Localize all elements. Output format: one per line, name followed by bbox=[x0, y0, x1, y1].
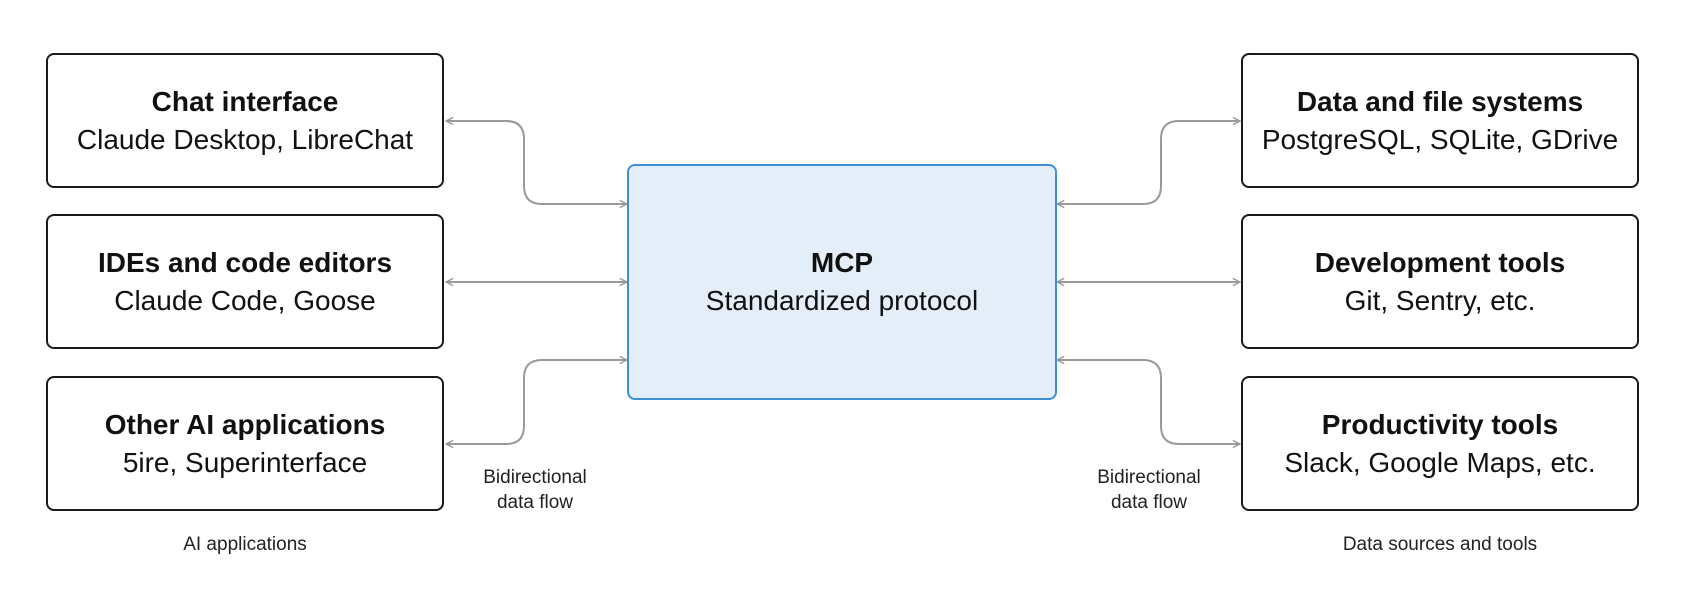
mcp-subtitle: Standardized protocol bbox=[705, 285, 979, 316]
box-chat-interface: Chat interface Claude Desktop, LibreChat bbox=[46, 53, 444, 188]
connector-other-to-mcp bbox=[446, 360, 627, 444]
flow-label-line: data flow bbox=[496, 492, 574, 513]
connector-mcp-to-productivity bbox=[1057, 360, 1240, 444]
box-data-file-systems: Data and file systems PostgreSQL, SQLite… bbox=[1241, 53, 1639, 188]
box-title: Development tools bbox=[1314, 246, 1566, 278]
connector-mcp-to-data bbox=[1057, 121, 1240, 204]
box-productivity-tools: Productivity tools Slack, Google Maps, e… bbox=[1241, 376, 1639, 511]
left-flow-label: Bidirectional data flow bbox=[455, 465, 615, 515]
left-group-caption: AI applications bbox=[183, 534, 307, 555]
box-title: Productivity tools bbox=[1321, 408, 1559, 440]
box-title: IDEs and code editors bbox=[97, 246, 393, 278]
box-ides-code-editors: IDEs and code editors Claude Code, Goose bbox=[46, 214, 444, 349]
box-other-ai-applications: Other AI applications 5ire, Superinterfa… bbox=[46, 376, 444, 511]
connector-chat-to-mcp bbox=[446, 121, 627, 204]
box-subtitle: Slack, Google Maps, etc. bbox=[1284, 446, 1596, 478]
flow-label-line: Bidirectional bbox=[483, 467, 587, 488]
box-subtitle: Claude Code, Goose bbox=[114, 284, 376, 316]
box-subtitle: PostgreSQL, SQLite, GDrive bbox=[1261, 123, 1619, 155]
flow-label-line: Bidirectional bbox=[1097, 467, 1201, 488]
right-group-caption: Data sources and tools bbox=[1342, 534, 1538, 555]
box-title: Other AI applications bbox=[104, 408, 386, 440]
box-title: Chat interface bbox=[151, 85, 339, 117]
box-subtitle: 5ire, Superinterface bbox=[122, 446, 368, 478]
mcp-box: MCP Standardized protocol bbox=[627, 164, 1057, 400]
box-subtitle: Git, Sentry, etc. bbox=[1344, 284, 1536, 316]
flow-label-line: data flow bbox=[1110, 492, 1188, 513]
right-flow-label: Bidirectional data flow bbox=[1069, 465, 1229, 515]
box-title: Data and file systems bbox=[1296, 85, 1584, 117]
box-development-tools: Development tools Git, Sentry, etc. bbox=[1241, 214, 1639, 349]
mcp-title: MCP bbox=[810, 247, 874, 278]
box-subtitle: Claude Desktop, LibreChat bbox=[76, 123, 414, 155]
